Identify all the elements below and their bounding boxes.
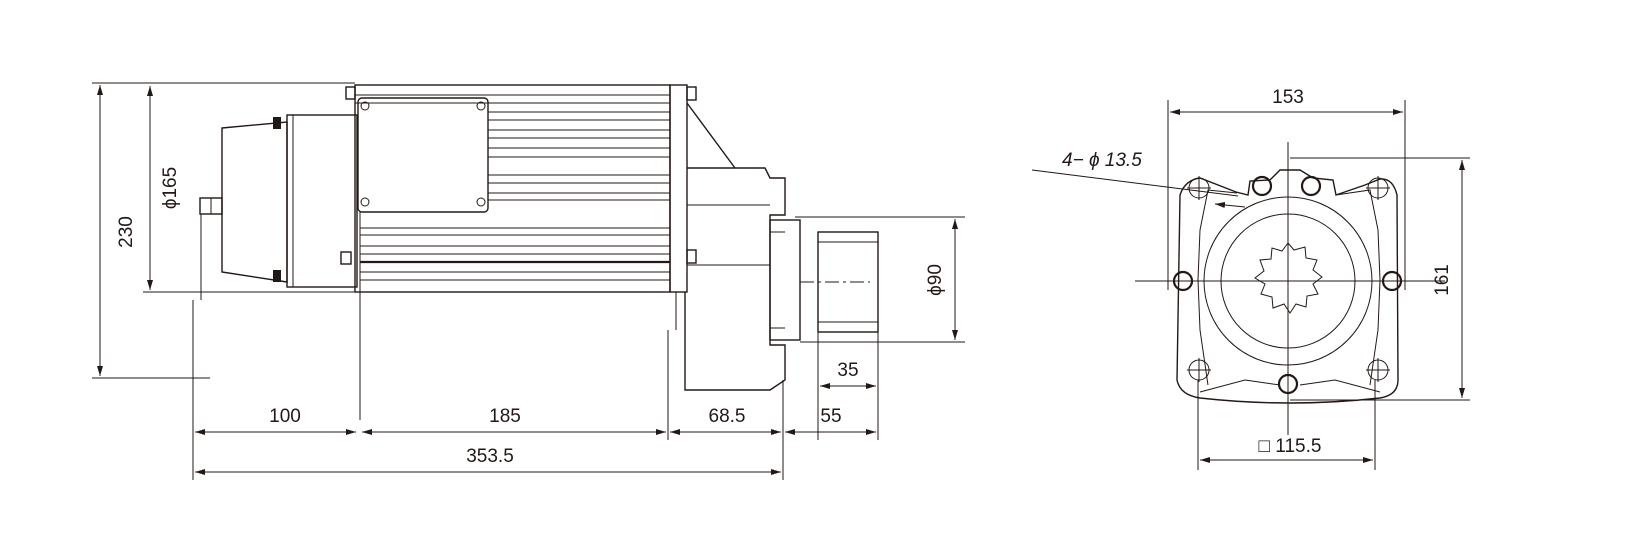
- bolt-hole-icons: [1172, 175, 1403, 395]
- dim-holes-label: 4− ϕ 13.5: [1062, 150, 1142, 171]
- front-view: 153 161 4− ϕ 13.5 □ 115.5: [1031, 87, 1470, 470]
- dim-body-dia-label: ϕ165: [160, 167, 181, 209]
- cooling-fins: [355, 94, 670, 281]
- mounting-flange: [1176, 169, 1399, 404]
- leader-line: [1031, 169, 1239, 197]
- bolt-icon: [340, 251, 352, 265]
- end-cap: [286, 114, 358, 288]
- terminal-box: [357, 97, 489, 213]
- dim-height-label: 230: [116, 216, 137, 248]
- dim-segment-label: 55: [820, 406, 841, 427]
- dim-width-label: 153: [1272, 87, 1304, 108]
- dim-segment-label: 185: [489, 406, 521, 427]
- dim-segment-label: 100: [269, 406, 301, 427]
- bolt-icon: [345, 86, 356, 100]
- output-flange: [769, 219, 801, 341]
- spline-gear: [1254, 242, 1323, 314]
- mounting-hole-icons: [1187, 176, 1390, 382]
- dim-bolt-square-label: □ 115.5: [1259, 436, 1322, 457]
- bolt-icon: [273, 117, 281, 129]
- dim-segment-label: 68.5: [709, 406, 746, 427]
- bolt-icon: [686, 86, 697, 101]
- rear-cover: [221, 121, 288, 283]
- dim-height-label: 161: [1432, 264, 1453, 296]
- dim-shaft-len-label: 35: [837, 360, 858, 381]
- bolt-icon: [686, 249, 697, 264]
- bolt-icon: [273, 270, 281, 282]
- side-view: 230 ϕ165: [92, 82, 965, 480]
- dim-shaft-dia-label: ϕ90: [925, 264, 946, 296]
- dim-total-label: 353.5: [466, 446, 514, 467]
- screw-icons: [360, 101, 486, 207]
- flange: [669, 84, 688, 293]
